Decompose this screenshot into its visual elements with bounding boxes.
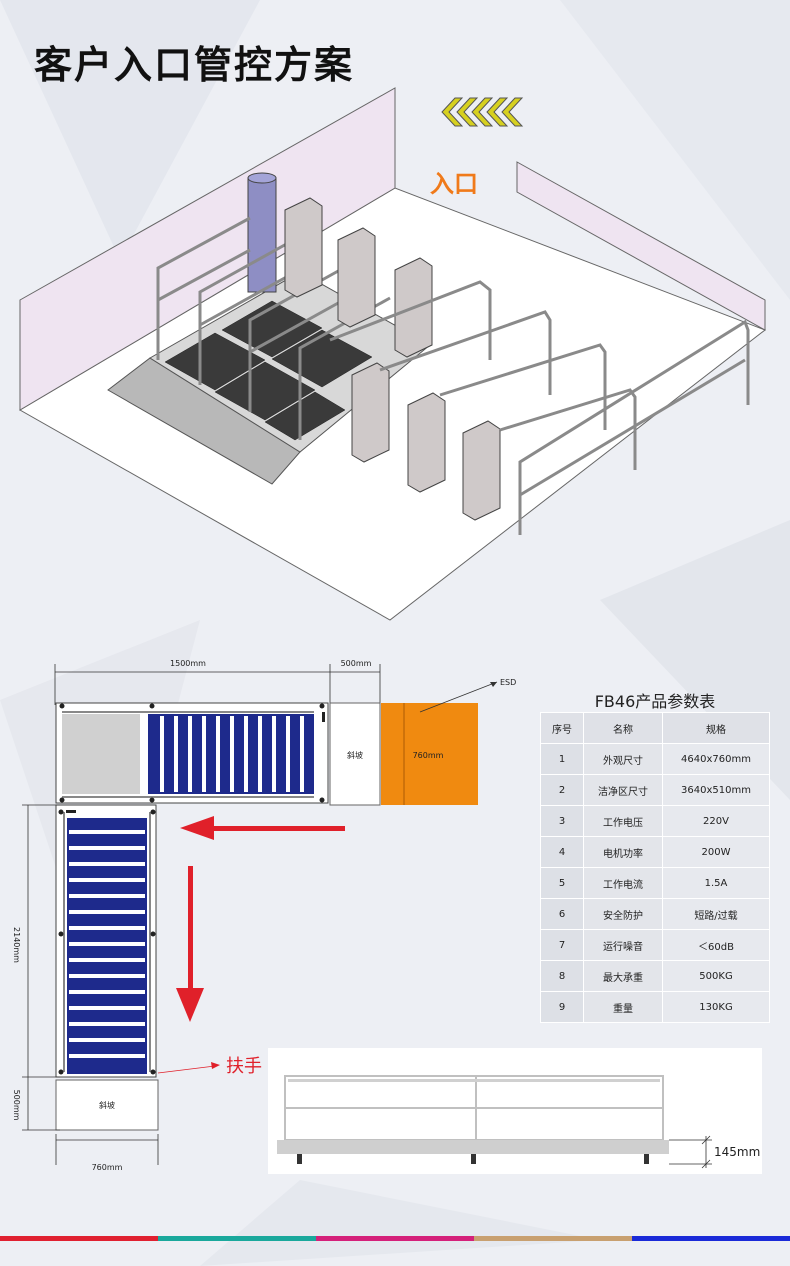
table-row: 7 运行噪音 ＜60dB bbox=[540, 929, 770, 961]
dim-1500: 1500mm bbox=[170, 659, 206, 668]
row-index: 5 bbox=[540, 867, 584, 899]
dim-2140: 2140mm bbox=[12, 927, 21, 963]
row-index: 6 bbox=[540, 898, 584, 930]
air-shower-column bbox=[247, 172, 277, 293]
row-name: 电机功率 bbox=[583, 836, 663, 868]
esd-pad bbox=[381, 703, 478, 805]
row-value: 1.5A bbox=[662, 867, 770, 899]
footer-segment bbox=[632, 1236, 790, 1241]
footer-segment bbox=[316, 1236, 474, 1241]
ramp-bottom-plan bbox=[55, 1079, 159, 1131]
dim-760-bottom: 760mm bbox=[92, 1163, 123, 1172]
row-value: 200W bbox=[662, 836, 770, 868]
vertical-mat-slats bbox=[69, 830, 145, 1058]
row-name: 工作电流 bbox=[583, 867, 663, 899]
row-name: 洁净区尺寸 bbox=[583, 774, 663, 806]
ramp-label: 斜坡 bbox=[347, 750, 363, 760]
row-value: ＜60dB bbox=[662, 929, 770, 961]
row-value: 3640x510mm bbox=[662, 774, 770, 806]
row-name: 最大承重 bbox=[583, 960, 663, 992]
horizontal-mat-slats bbox=[160, 716, 304, 792]
channel-handrails bbox=[329, 280, 750, 535]
table-row: 4 电机功率 200W bbox=[540, 836, 770, 868]
row-index: 4 bbox=[540, 836, 584, 868]
row-value: 130KG bbox=[662, 991, 770, 1023]
turnstile-gates bbox=[284, 197, 501, 521]
spec-table: 序号 名称 规格 1 外观尺寸 4640x760mm 2 洁净区尺寸 3640x… bbox=[540, 712, 770, 1023]
footer-segment bbox=[158, 1236, 316, 1241]
flow-arrow-left-icon bbox=[180, 816, 345, 840]
entrance-chevron-icon bbox=[441, 97, 524, 127]
row-name: 工作电压 bbox=[583, 805, 663, 837]
row-value: 500KG bbox=[662, 960, 770, 992]
pad-width-label: 760mm bbox=[413, 751, 444, 760]
side-elevation-drawing: 145mm bbox=[268, 1048, 762, 1174]
row-name: 安全防护 bbox=[583, 898, 663, 930]
table-row: 6 安全防护 短路/过载 bbox=[540, 898, 770, 930]
table-row: 8 最大承重 500KG bbox=[540, 960, 770, 992]
dim-500-top: 500mm bbox=[341, 659, 372, 668]
row-value: 4640x760mm bbox=[662, 743, 770, 775]
handrail-label: 扶手 bbox=[226, 1056, 262, 1077]
floor-plan-drawing: 1500mm 500mm 斜坡 760mm ESD bbox=[12, 659, 516, 1172]
footer-segment bbox=[474, 1236, 632, 1241]
left-wall bbox=[19, 87, 396, 411]
side-base bbox=[277, 1140, 669, 1154]
table-row: 9 重量 130KG bbox=[540, 991, 770, 1023]
isometric-installation-view bbox=[19, 87, 767, 621]
footer-segment bbox=[0, 1236, 158, 1241]
row-name: 运行噪音 bbox=[583, 929, 663, 961]
page-title: 客户入口管控方案 bbox=[34, 43, 355, 87]
dim-500-left: 500mm bbox=[12, 1090, 21, 1121]
row-index: 7 bbox=[540, 929, 584, 961]
row-index: 3 bbox=[540, 805, 584, 837]
spec-table-title: FB46产品参数表 bbox=[594, 692, 716, 711]
table-row: 5 工作电流 1.5A bbox=[540, 867, 770, 899]
ramp-plan bbox=[329, 702, 381, 806]
row-index: 1 bbox=[540, 743, 584, 775]
row-value: 短路/过载 bbox=[662, 898, 770, 930]
row-index: 9 bbox=[540, 991, 584, 1023]
esd-label: ESD bbox=[500, 678, 516, 687]
table-row: 2 洁净区尺寸 3640x510mm bbox=[540, 774, 770, 806]
footer-color-bar bbox=[0, 1236, 790, 1241]
table-row: 1 外观尺寸 4640x760mm bbox=[540, 743, 770, 775]
header-spec: 规格 bbox=[662, 712, 770, 744]
cleaning-mats bbox=[164, 300, 373, 441]
entrance-label: 入口 bbox=[430, 170, 478, 198]
row-index: 8 bbox=[540, 960, 584, 992]
ramp-bottom-label: 斜坡 bbox=[99, 1100, 115, 1110]
header-index: 序号 bbox=[540, 712, 584, 744]
table-row: 3 工作电压 220V bbox=[540, 805, 770, 837]
spec-table-header-row: 序号 名称 规格 bbox=[540, 712, 770, 744]
side-height-label: 145mm bbox=[714, 1145, 760, 1159]
frame-bolts bbox=[59, 703, 325, 803]
row-value: 220V bbox=[662, 805, 770, 837]
row-index: 2 bbox=[540, 774, 584, 806]
flow-arrow-down-icon bbox=[176, 866, 204, 1022]
header-name: 名称 bbox=[583, 712, 663, 744]
row-name: 重量 bbox=[583, 991, 663, 1023]
horizontal-unit-gray bbox=[62, 714, 140, 794]
row-name: 外观尺寸 bbox=[583, 743, 663, 775]
